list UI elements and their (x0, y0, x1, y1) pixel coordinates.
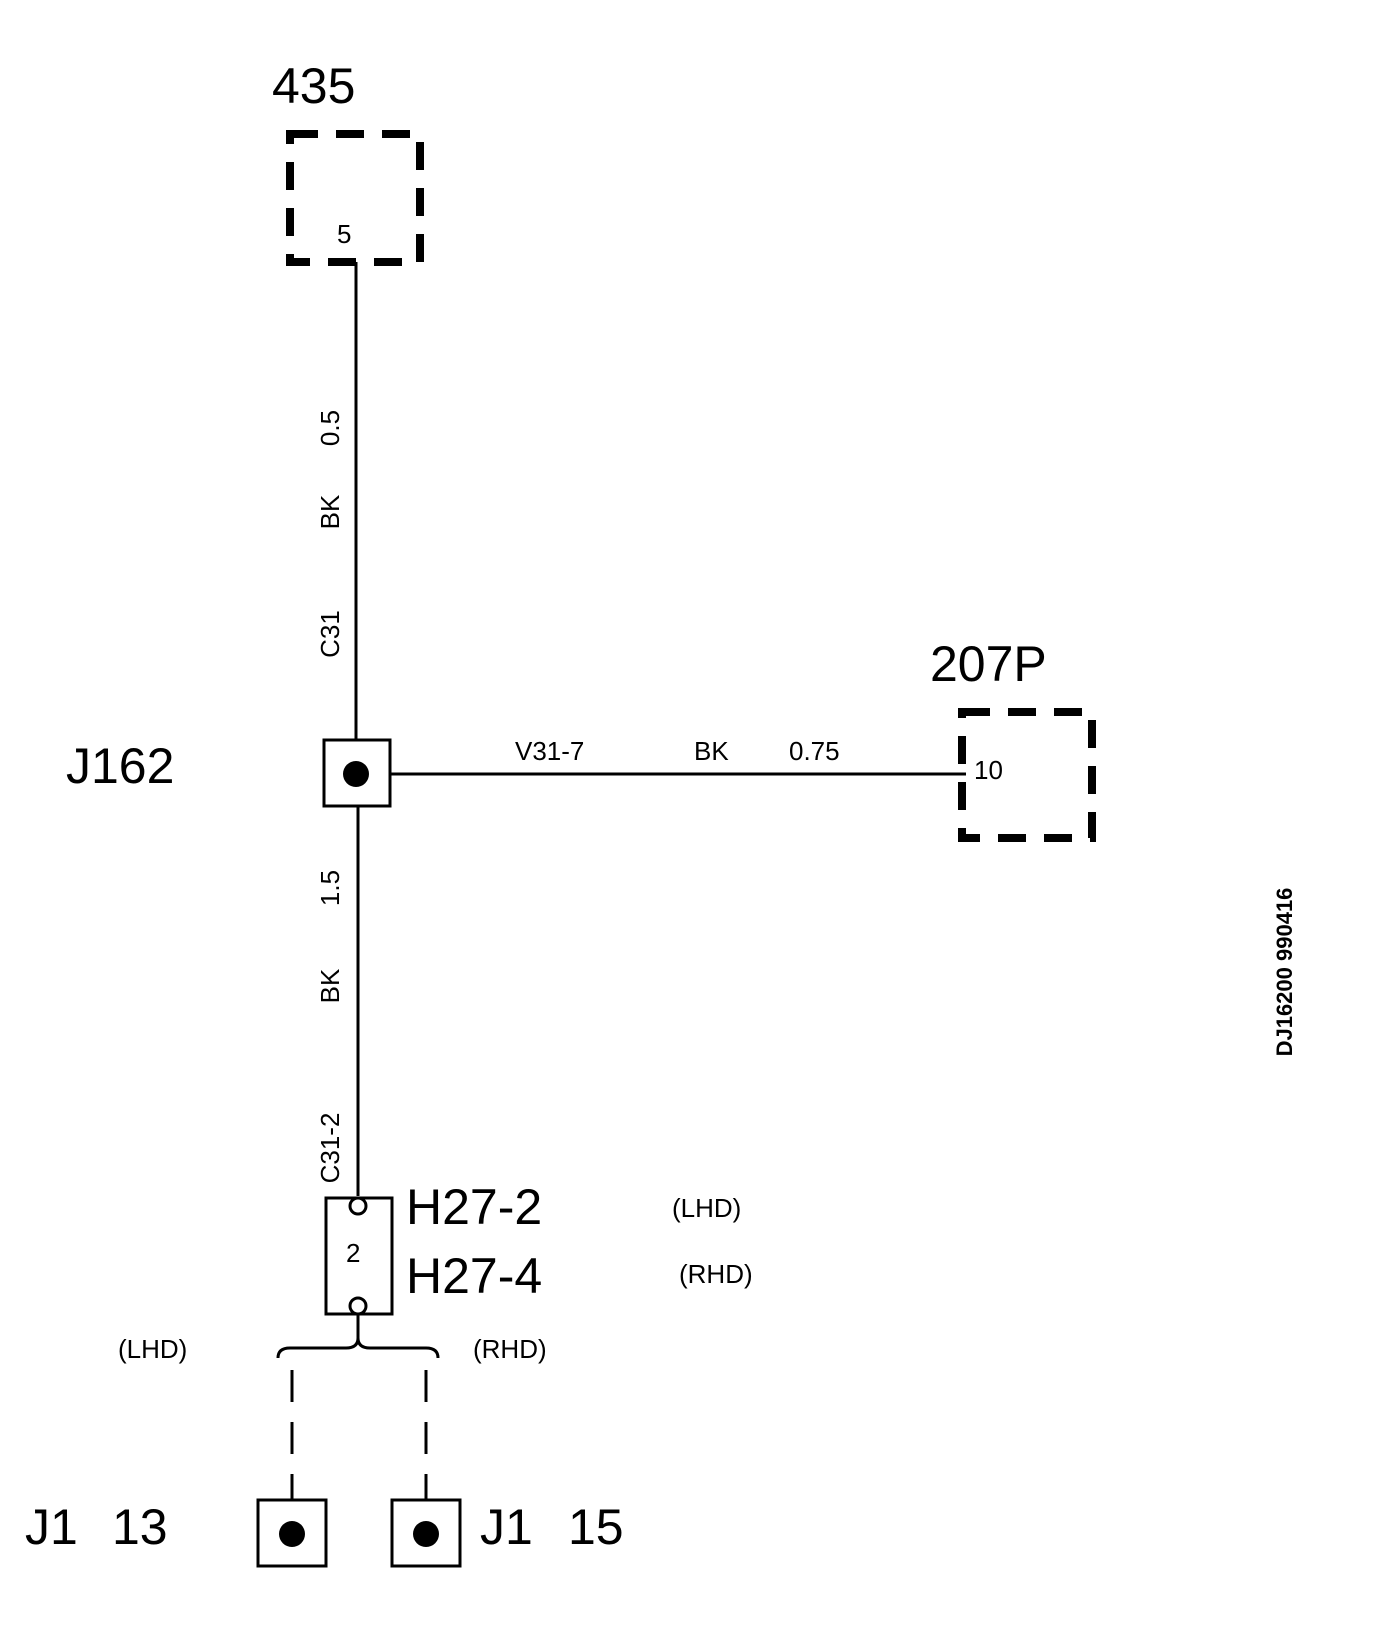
wire-435-j162-circuit: C31 (315, 610, 345, 658)
branch-brace-path (276, 1337, 440, 1359)
splice-j162-label: J162 (66, 738, 174, 794)
terminal-j1-13-pin: 13 (112, 1499, 168, 1555)
splice-j162-node (343, 761, 369, 787)
branch-right-tag: (RHD) (473, 1334, 547, 1364)
connector-h27-top-terminal (348, 1196, 368, 1216)
connector-207p[interactable]: 207P 10 (930, 636, 1096, 842)
terminal-j1-13-node (279, 1521, 305, 1547)
connector-207p-label: 207P (930, 636, 1047, 692)
wire-j162-207p-gauge: 0.75 (789, 736, 840, 766)
splice-j162[interactable]: J162 (66, 738, 392, 808)
terminal-j1-15-name: J1 (480, 1499, 533, 1555)
connector-207p-box (958, 708, 1096, 842)
terminal-j1-15-node (413, 1521, 439, 1547)
connector-435-pin: 5 (337, 219, 351, 249)
branch-left-tag: (LHD) (118, 1334, 187, 1364)
connector-435-box (286, 130, 424, 266)
terminal-j1-13[interactable]: J1 13 (25, 1498, 328, 1568)
wire-435-j162[interactable]: 0.5 BK C31 (315, 262, 358, 772)
wire-j162-207p[interactable]: V31-7 BK 0.75 (390, 736, 966, 776)
wire-j162-207p-color: BK (694, 736, 729, 766)
connector-h27-lhd-label: H27-2 (406, 1179, 542, 1235)
connector-h27-rhd-tag: (RHD) (679, 1259, 753, 1289)
wire-j162-h27-circuit: C31-2 (315, 1113, 345, 1184)
terminal-j1-15[interactable]: J1 15 (390, 1498, 624, 1568)
wire-j162-h27[interactable]: 1.5 BK C31-2 (315, 806, 360, 1196)
wire-j162-h27-color: BK (315, 968, 345, 1003)
connector-207p-pin: 10 (974, 755, 1003, 785)
connector-h27-pin: 2 (346, 1238, 360, 1268)
wire-j162-h27-gauge: 1.5 (315, 870, 345, 906)
terminal-j1-15-pin: 15 (568, 1499, 624, 1555)
terminal-j1-13-name: J1 (25, 1499, 78, 1555)
connector-h27-rhd-label: H27-4 (406, 1248, 542, 1304)
branch-brace: (LHD) (RHD) (118, 1314, 547, 1500)
wire-j162-207p-circuit: V31-7 (515, 736, 584, 766)
drawing-id: DJ16200 990416 (1272, 888, 1297, 1057)
connector-h27[interactable]: 2 H27-2 H27-4 (LHD) (RHD) (324, 1179, 753, 1316)
wire-435-j162-gauge: 0.5 (315, 410, 345, 446)
connector-h27-lhd-tag: (LHD) (672, 1193, 741, 1223)
connector-h27-bottom-terminal (348, 1296, 368, 1316)
connector-h27-box (324, 1196, 394, 1316)
wire-435-j162-color: BK (315, 494, 345, 529)
connector-435-label: 435 (272, 58, 355, 114)
connector-435[interactable]: 435 5 (272, 58, 424, 266)
